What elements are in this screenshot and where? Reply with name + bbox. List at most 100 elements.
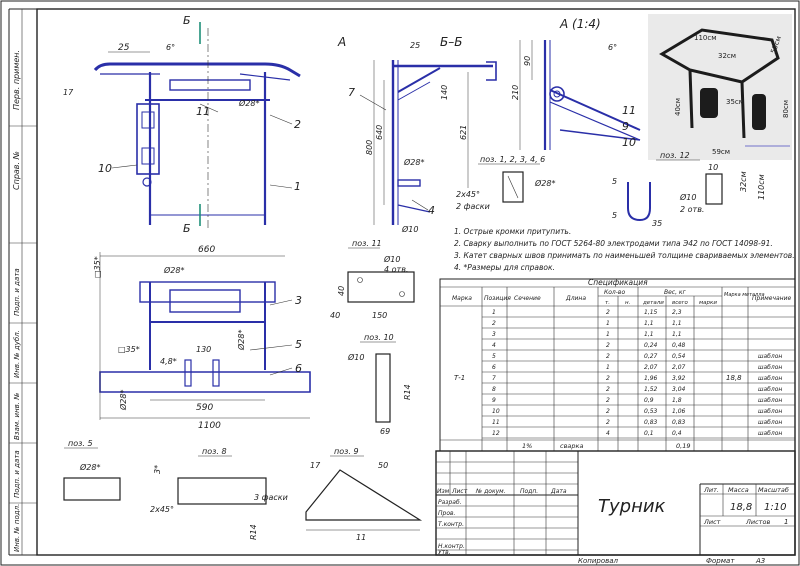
label-detail-a: А (1:4) (559, 17, 601, 31)
pos-5: 5 (295, 338, 302, 351)
spec-cell-pos: 1 (492, 309, 496, 316)
spec-cell-qty: 2 (606, 375, 610, 382)
stamp-perv: Перв. примен. (12, 50, 21, 110)
spec-cell-weight-part: 1,15 (644, 309, 658, 316)
spec-cell-note: шаблон (758, 430, 782, 437)
dim-621: 621 (459, 125, 468, 140)
dim-d28-plan: Ø28* (163, 265, 184, 275)
spec-title: Спецификация (588, 278, 648, 287)
label-poz-11: поз. 11 (352, 239, 382, 248)
spec-cell-pos: 8 (492, 386, 496, 393)
title-block: Изм Лист № докум. Подп. Дата Разраб. Про… (435, 450, 796, 556)
note-2: 2. Сварку выполнить по ГОСТ 5264-80 элек… (454, 239, 773, 248)
spec-cell-note: шаблон (758, 386, 782, 393)
pos-10: 10 (98, 162, 112, 175)
spec-cell-qty: 2 (606, 397, 610, 404)
spec-cell-note: шаблон (758, 353, 782, 360)
dim-sq35-plan: □35* (93, 256, 102, 278)
spec-footer-pct: 1% (522, 442, 532, 450)
label-poz-9: поз. 9 (334, 447, 359, 456)
spec-cell-weight-part: 0,27 (644, 353, 658, 360)
spec-mark-total: 18,8 (726, 374, 742, 382)
photo-label-40: 40см (674, 98, 682, 116)
dim-10-12: 10 (708, 163, 718, 172)
spec-sh-part: детали (642, 300, 664, 306)
note-1: 1. Острые кромки притупить. (454, 227, 571, 236)
spec-cell-qty: 2 (606, 386, 610, 393)
stamp-inv-podl: Инв. № подл. (13, 504, 21, 552)
spec-cell-pos: 4 (492, 342, 496, 349)
spec-h-metal: Марка металла (724, 292, 765, 298)
spec-cell-note: шаблон (758, 419, 782, 426)
dim-25-side: 25 (410, 41, 420, 50)
dim-d28-a: Ø28* (238, 98, 259, 108)
spec-h-pos: Позиция (484, 295, 511, 302)
copied-label: Копировал (578, 557, 619, 565)
spec-cell-weight-part: 2,07 (644, 364, 658, 371)
label-poz-5: поз. 5 (68, 439, 93, 448)
dim-d28-plan-c: Ø28* (118, 390, 128, 411)
side-stamp: Перв. примен. Справ. № Подп. и дата Инв.… (8, 8, 37, 556)
detail-poz-10: поз. 10 Ø10 R14 69 (347, 333, 412, 436)
sig-sign: Подп. (520, 488, 538, 495)
label-poz-8: поз. 8 (202, 447, 227, 456)
spec-cell-weight-total: 0,48 (672, 342, 686, 349)
spec-table: Спецификация Марка Позиция Сечение Длина… (439, 278, 796, 452)
dim-5: 5 (612, 177, 617, 186)
pos-1: 1 (294, 180, 301, 193)
stamp-inv-dubl: Инв. № дубл. (13, 330, 21, 378)
cut-label-bottom: Б (183, 222, 191, 235)
dim-640: 640 (375, 125, 384, 140)
label-poz-10: поз. 10 (364, 333, 394, 342)
pos-11: 11 (196, 105, 210, 118)
product-photo: 110см 32см 55см 40см 35см 80см 59см (648, 14, 792, 160)
spec-cell-weight-total: 1,06 (672, 408, 686, 415)
spec-cell-weight-part: 1,52 (644, 386, 658, 393)
spec-cell-qty: 4 (606, 430, 610, 437)
label-holes-2: 2 отв. (680, 205, 704, 214)
dim-35: 32см (739, 171, 748, 192)
format-label: Формат (706, 557, 735, 565)
spec-cell-weight-total: 2,07 (672, 364, 686, 371)
pos-9-a: 9 (622, 120, 629, 133)
format-value: A3 (755, 557, 765, 565)
dim-11-9: 11 (356, 533, 366, 542)
spec-cell-qty: 1 (606, 364, 610, 371)
spec-cell-pos: 11 (492, 419, 500, 426)
spec-cell-weight-total: 1,1 (672, 320, 682, 327)
cut-label-top: Б (183, 14, 191, 27)
stamp-vzam: Взам. инв. № (13, 392, 21, 440)
detail-poz-11: поз. 11 Ø10 4 отв. 150 40 40 (330, 239, 415, 320)
spec-cell-qty: 2 (606, 309, 610, 316)
dim-17: 17 (63, 88, 74, 97)
pos-6: 6 (295, 362, 302, 375)
photo-label-32: 32см (718, 52, 736, 60)
stamp-sprav: Справ. № (12, 151, 21, 190)
label-chamfer-3: 3 фаски (254, 493, 288, 502)
sig-izm: Изм (437, 488, 450, 495)
dim-17-9: 17 (310, 461, 321, 470)
dim-140: 140 (440, 85, 449, 100)
spec-h-len: Длина (565, 295, 586, 302)
dim-40: 40 (330, 311, 340, 320)
spec-cell-qty: 2 (606, 419, 610, 426)
pos-2: 2 (294, 118, 301, 131)
role-razrab: Разраб. (438, 499, 462, 506)
detail-poz-1-6: поз. 1, 2, 3, 4, 6 Ø28* 2х45° 2 фаски (456, 155, 555, 211)
pos-4: 4 (428, 204, 435, 217)
spec-cell-weight-part: 1,1 (644, 331, 654, 338)
spec-sh-mark: марки (699, 300, 717, 306)
sig-date: Дата (550, 488, 567, 495)
dim-370: R14 (403, 384, 412, 400)
spec-cell-weight-total: 2,3 (672, 309, 682, 316)
dim-1100: 1100 (198, 421, 221, 431)
role-nkontr: Н.контр. (438, 543, 465, 550)
label-section-bb: Б–Б (440, 35, 462, 49)
dim-d10-11: Ø10 (383, 254, 400, 264)
label-poz-12: поз. 12 (660, 151, 690, 160)
spec-cell-weight-part: 0,83 (644, 419, 658, 426)
dim-25: 25 (118, 43, 130, 53)
spec-cell-pos: 10 (492, 408, 500, 415)
dim-90: 90 (523, 56, 532, 66)
